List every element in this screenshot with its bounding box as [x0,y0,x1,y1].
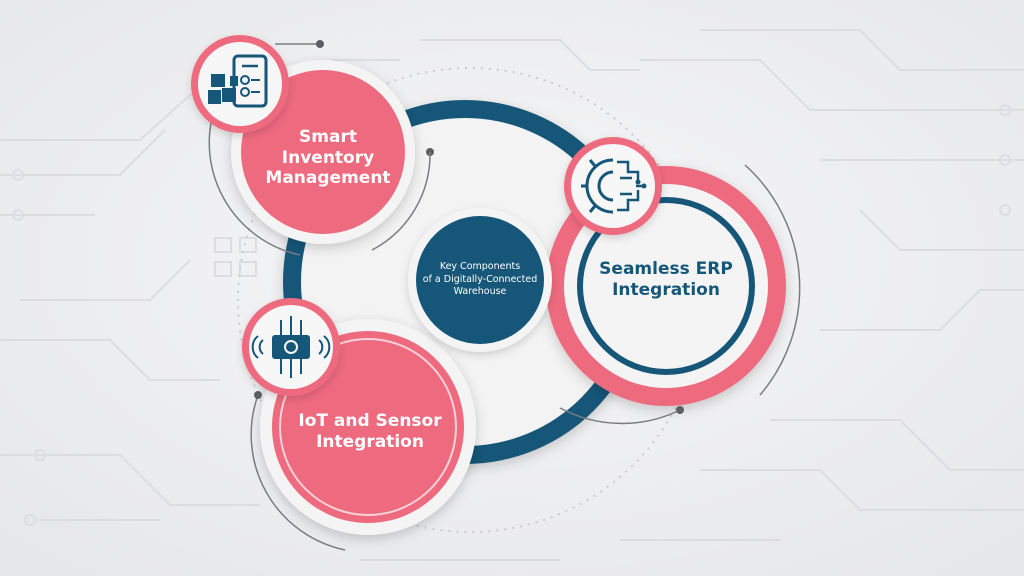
erp-label: Seamless ERP Integration [596,250,736,310]
inventory-label-line-2: Inventory [281,147,375,168]
inventory-label-line-1: Smart [299,126,357,147]
iot-dot [254,391,262,399]
erp-bottom-arc [559,407,681,425]
iot-label-line-1: IoT and Sensor [298,411,442,432]
center-circle [416,216,544,344]
gear-circuit-icon [564,137,662,235]
erp-arc-line [744,164,801,396]
center-title-line-1: Key Components [439,261,521,273]
inventory-circle [241,70,405,234]
circuit-nodes [12,104,1011,526]
center-title-line-3: Warehouse [453,286,507,298]
inventory-label-line-3: Management [265,168,391,189]
chip-wireless-icon [242,298,340,396]
inventory-label: Smart Inventory Management [263,118,393,198]
iot-label-line-2: Integration [316,432,424,452]
tablet-checklist-boxes-icon [191,35,289,133]
inventory-pointer-dot [316,40,324,48]
iot-arc-line [250,394,346,551]
erp-fill [584,204,748,368]
iot-inner-ring [279,338,457,516]
center-title-line-2: of a Digitally-Connected [422,273,538,285]
center-title: Key Components of a Digitally-Connected … [410,245,550,315]
inventory-dot-arc [371,151,431,251]
erp-dot [676,406,684,414]
iot-label: IoT and Sensor Integration [290,402,450,462]
erp-label-line-1: Seamless ERP [599,259,733,280]
circuit-pattern [0,29,1024,561]
erp-ring [577,197,755,375]
erp-label-line-2: Integration [612,280,720,300]
